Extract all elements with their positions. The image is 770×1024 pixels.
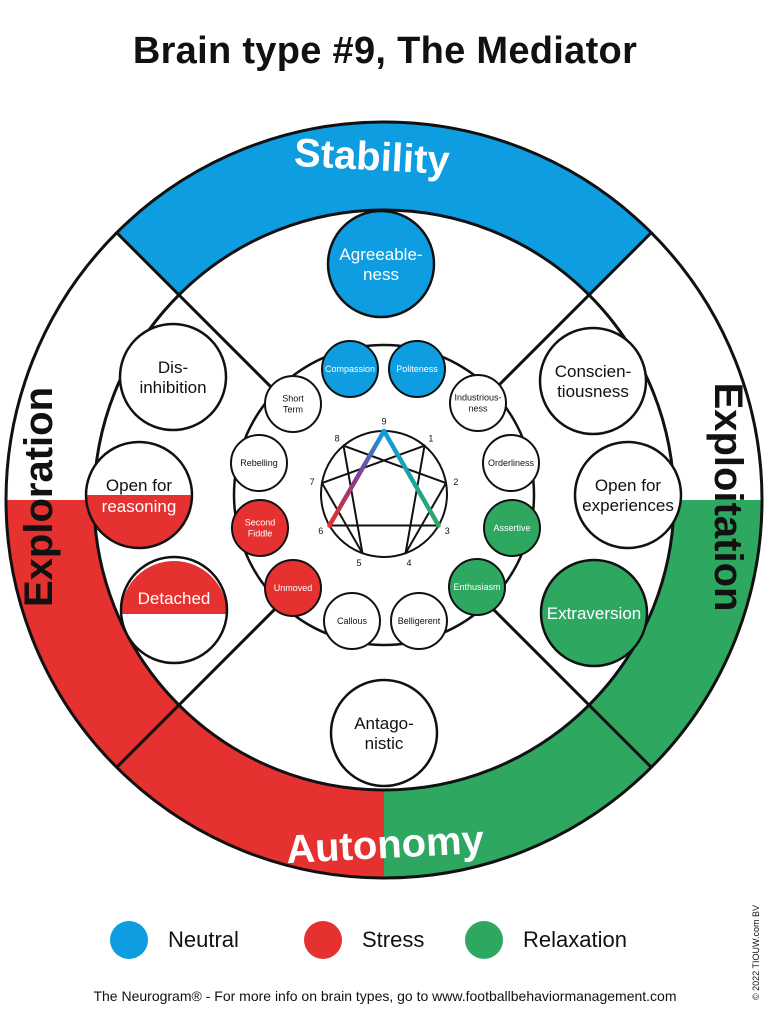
- outer-trait-text: reasoning: [102, 497, 177, 516]
- outer-trait-text: Antago-nistic: [354, 714, 414, 753]
- inner-trait-text: Assertive: [493, 523, 530, 533]
- enneagram-line-0: [404, 444, 426, 555]
- outer-ring: [6, 121, 762, 878]
- outer-circle: [4, 120, 764, 880]
- legend-stress: Stress: [304, 920, 424, 960]
- outer-trait-text: Dis-inhibition: [139, 358, 206, 397]
- outer-trait-left-mid: Open for reasoning: [84, 440, 194, 550]
- inner-trait-8: Unmoved: [264, 559, 322, 617]
- outer-trait-text: Open for: [106, 476, 172, 495]
- enneagram-number-7: 7: [310, 477, 315, 487]
- outer-trait-lower-right: Extraversion: [539, 558, 649, 668]
- outer-trait-text: Detached: [138, 589, 211, 608]
- enneagram-line-96: [327, 428, 387, 528]
- inner-trait-3: Orderliness: [482, 434, 540, 492]
- enneagram-line-4: [320, 482, 364, 555]
- quadrant-dividers: [115, 231, 653, 769]
- inner-trait-7: Callous: [323, 592, 381, 650]
- enneagram-number-8: 8: [335, 434, 340, 444]
- ring-label-autonomy-text: Autonomy: [285, 818, 486, 872]
- outer-trait-upper-left: Dis-inhibition: [118, 322, 228, 432]
- enneagram-line-93: [381, 428, 441, 528]
- legend-relaxation-label: Relaxation: [523, 927, 627, 952]
- enneagram-number-9: 9: [381, 417, 386, 427]
- legend-stress-dot: [304, 921, 342, 959]
- inner-divider-2: [489, 605, 591, 707]
- enneagram-line-5: [320, 444, 426, 485]
- ring-divider-1: [588, 231, 653, 296]
- legend-stress-label: Stress: [362, 927, 425, 952]
- inner-trait-10: Rebelling: [230, 434, 288, 492]
- legend-neutral: Neutral: [110, 920, 239, 960]
- enneagram: 9 1 2 3 4 5 6 7 8: [310, 417, 459, 569]
- legend-relaxation-dot: [465, 921, 503, 959]
- inner-trait-6: Belligerent: [390, 592, 448, 650]
- ring-right-green: [589, 500, 762, 768]
- enneagram-number-6: 6: [318, 526, 323, 536]
- ring-divider-3: [115, 704, 180, 769]
- copyright-text: © 2022 TIOUW.com BV: [751, 905, 761, 1000]
- footer-text: The Neurogram® - For more info on brain …: [93, 988, 677, 1004]
- inner-trait-0: Compassion: [321, 340, 379, 398]
- ring-bottom-green: [384, 705, 652, 878]
- outer-trait-text: Extraversion: [547, 604, 641, 623]
- inner-divider-0: [177, 293, 279, 395]
- ring-divider-2: [588, 704, 653, 769]
- inner-traits: Compassion PolitenessIndustrious-nessOrde…: [230, 340, 541, 650]
- enneagram-number-5: 5: [357, 558, 362, 568]
- outer-trait-bottom: Antago-nistic: [329, 678, 439, 788]
- legend-relaxation: Relaxation: [465, 920, 627, 960]
- inner-trait-4: Assertive: [483, 499, 541, 557]
- ring-label-exploration: Exploration: [17, 387, 61, 607]
- enneagram-line-1: [404, 482, 448, 555]
- outer-trait-lower-left: Detached: [119, 555, 229, 665]
- outer-trait-upper-right: Conscien-tiousness: [538, 326, 648, 436]
- inner-trait-text: Callous: [337, 616, 368, 626]
- outer-trait-text: Conscien-tiousness: [555, 362, 632, 401]
- page-title: Brain type #9, The Mediator: [132, 30, 638, 72]
- enneagram-line-2: [342, 444, 448, 485]
- enneagram-number-4: 4: [406, 558, 411, 568]
- legend-neutral-dot: [110, 921, 148, 959]
- inner-trait-text: Rebelling: [240, 458, 278, 468]
- enneagram-number-1: 1: [428, 434, 433, 444]
- ring-top-blue: [116, 121, 652, 295]
- inner-trait-text: Industrious-ness: [454, 393, 501, 414]
- inner-trait-1: Politeness: [388, 340, 446, 398]
- ring-label-exploitation: Exploitation: [706, 383, 750, 612]
- inner-trait-text: Unmoved: [274, 583, 313, 593]
- enneagram-number-3: 3: [445, 526, 450, 536]
- ring-divider-0: [115, 231, 180, 296]
- inner-trait-text: Compassion: [325, 364, 375, 374]
- ring-bottom-red: [116, 705, 385, 878]
- ring-label-stability: Stability: [293, 131, 451, 183]
- outer-trait-text: Agreeable-ness: [339, 245, 422, 284]
- legend-neutral-label: Neutral: [168, 927, 239, 952]
- outer-trait-top: Agreeable-ness: [326, 209, 436, 319]
- enneagram-line-3: [342, 444, 364, 555]
- ring-label-autonomy: Autonomy: [285, 818, 486, 872]
- inner-trait-text: Enthusiasm: [453, 582, 500, 592]
- ring-left-red: [6, 500, 179, 768]
- inner-divider-1: [489, 293, 591, 395]
- inner-trait-2: Industrious-ness: [449, 374, 507, 432]
- enneagram-number-2: 2: [453, 477, 458, 487]
- inner-trait-text: Orderliness: [488, 458, 535, 468]
- inner-trait-text: Politeness: [396, 364, 438, 374]
- inner-trait-text: Belligerent: [398, 616, 441, 626]
- inner-trait-5: Enthusiasm: [448, 558, 506, 616]
- inner-divider-3: [177, 605, 279, 707]
